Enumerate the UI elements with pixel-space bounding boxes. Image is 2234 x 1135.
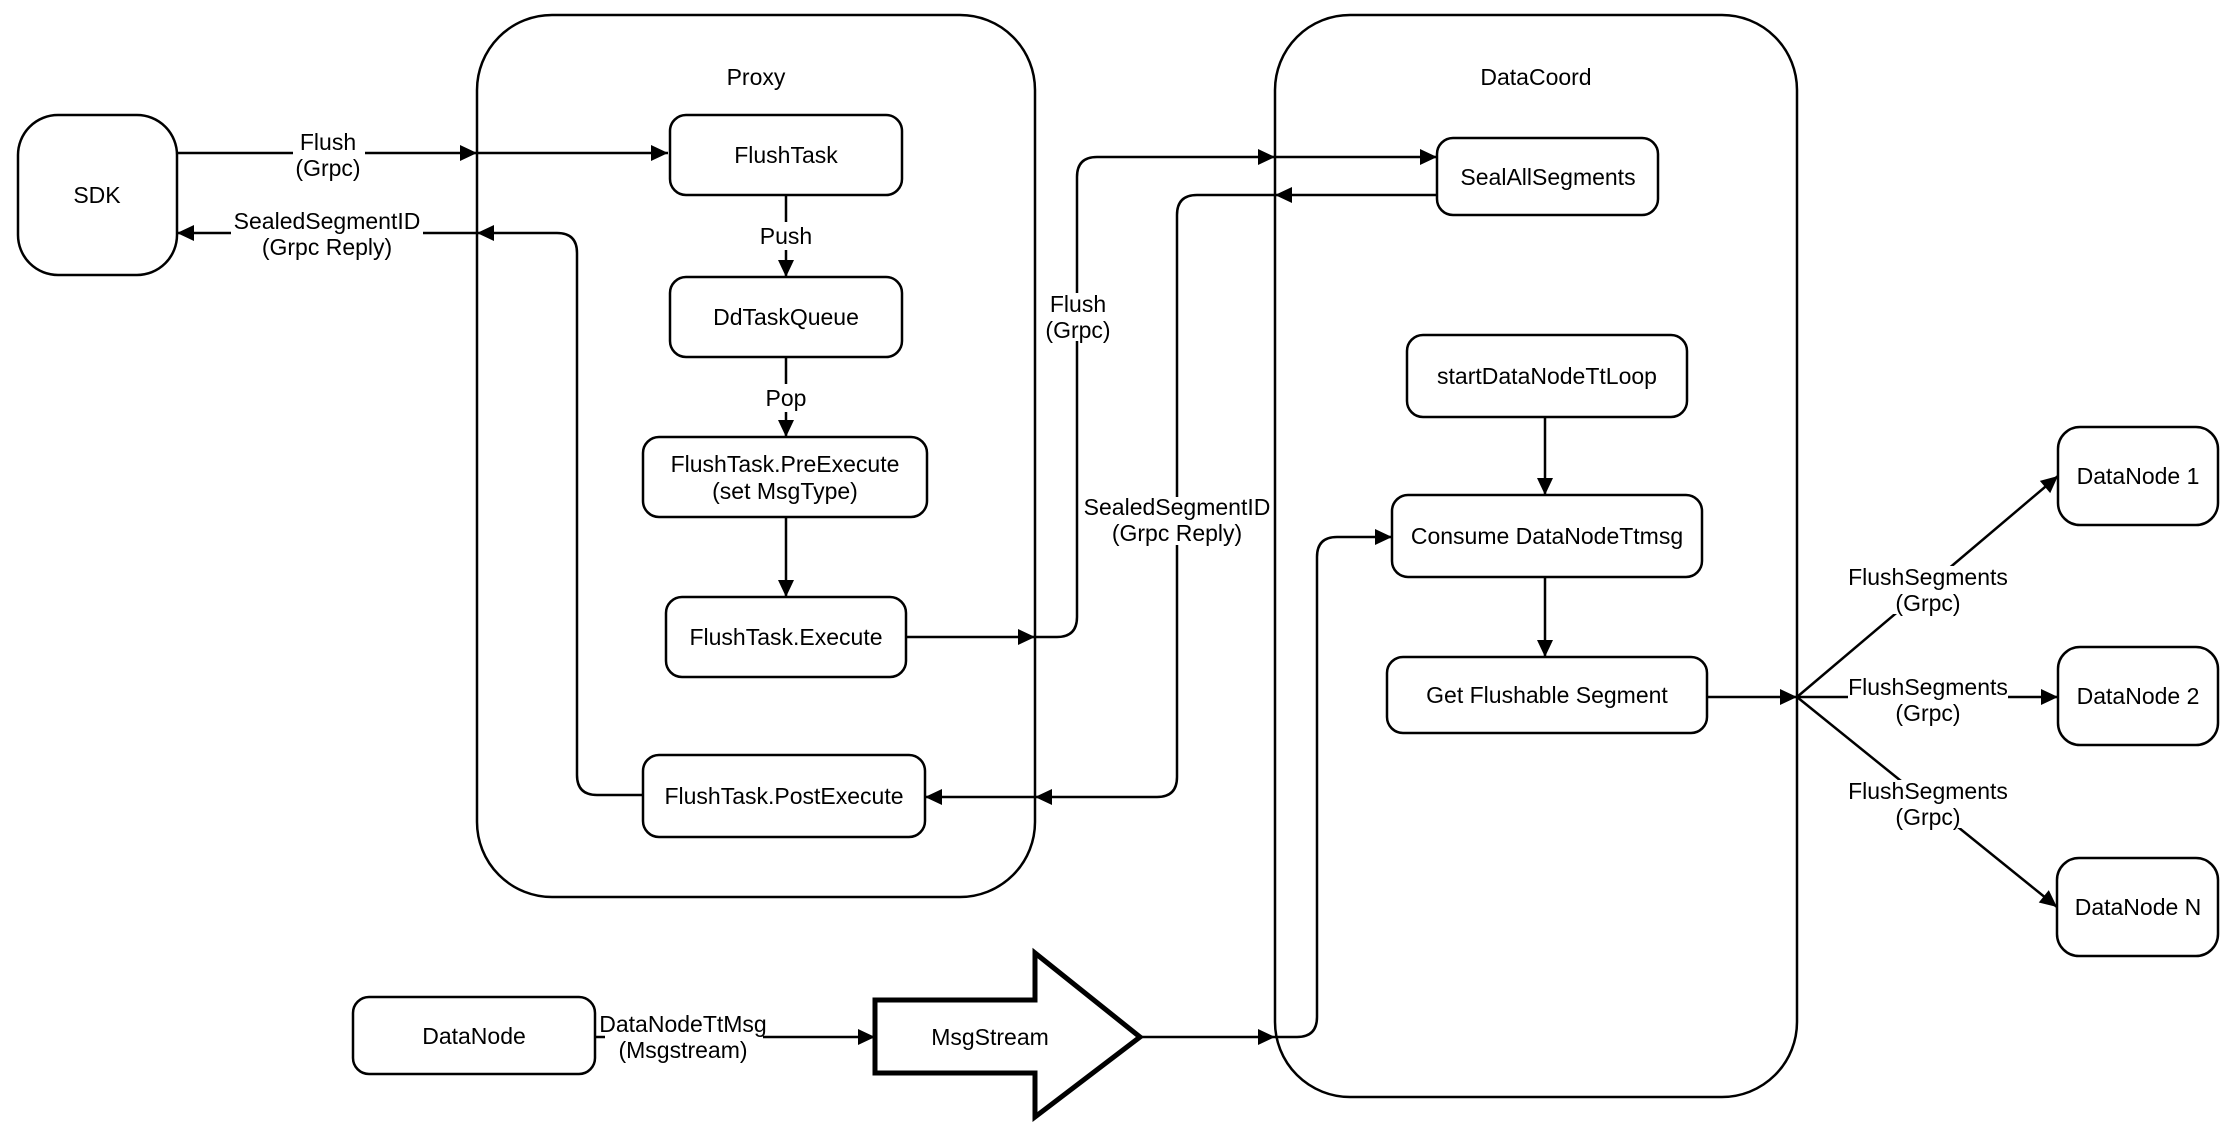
datanode1-node [2056, 425, 2220, 527]
datanoden-node-label: DataNode N [2075, 894, 2202, 920]
msgstream-shape-label: MsgStream [931, 1024, 1049, 1050]
sdk-node-label: SDK [73, 182, 121, 208]
consume-datanodettmsg-node [1390, 493, 1704, 579]
postexecute-node [641, 753, 927, 839]
edge-label-sealedsegmentid-sdk: SealedSegmentID (Grpc Reply) [231, 208, 423, 260]
edge-label-flush-grpc-datacoord: Flush (Grpc) [1042, 291, 1114, 343]
datanode-source-node-label: DataNode [422, 1023, 526, 1049]
edge-label-text: (Grpc) [1895, 804, 1960, 830]
edge-label-text: (Grpc Reply) [262, 234, 392, 260]
startdatanodettloop-node-label: startDataNodeTtLoop [1437, 363, 1657, 389]
edge-label-flushsegments-2: FlushSegments (Grpc) [1848, 674, 2008, 726]
edge-label-push: Push [756, 222, 816, 250]
edge-label-text: SealedSegmentID [234, 208, 421, 234]
datanoden-node [2055, 856, 2220, 958]
edge-label-datanodettmsg: DataNodeTtMsg (Msgstream) [599, 1011, 766, 1063]
edge-label-text: (Grpc) [295, 155, 360, 181]
getflushablesegment-node-label: Get Flushable Segment [1426, 682, 1668, 708]
sdk-node [16, 113, 179, 277]
edge-label-sealedsegmentid-datacoord: SealedSegmentID (Grpc Reply) [1081, 494, 1273, 546]
edge-label-text: Flush [300, 129, 356, 155]
edge-label-text: Pop [766, 385, 807, 411]
edge-flush-up-to-datacoord [1035, 149, 1275, 639]
edge-label-text: FlushSegments [1848, 564, 2008, 590]
edge-label-text: (Grpc) [1895, 700, 1960, 726]
edge-label-text: (Grpc Reply) [1112, 520, 1242, 546]
edge-reply-down-to-proxy [1035, 193, 1275, 805]
datanode-source-node [351, 995, 597, 1076]
edge-label-text: (Grpc) [1045, 317, 1110, 343]
ddtaskqueue-node-label: DdTaskQueue [713, 304, 859, 330]
preexecute-node-label-line1: FlushTask.PreExecute [671, 451, 900, 477]
execute-node-label: FlushTask.Execute [689, 624, 882, 650]
edge-label-text: FlushSegments [1848, 778, 2008, 804]
preexecute-node-label-line2: (set MsgType) [712, 478, 858, 504]
preexecute-node [641, 435, 929, 519]
edge-label-text: DataNodeTtMsg [599, 1011, 766, 1037]
postexecute-node-label: FlushTask.PostExecute [664, 783, 903, 809]
datanode1-node-label: DataNode 1 [2077, 463, 2200, 489]
sealallsegments-node-label: SealAllSegments [1460, 164, 1635, 190]
edge-postexecute-up-to-proxy-edge [477, 225, 643, 797]
edge-label-text: Push [760, 223, 812, 249]
edge-label-text: Flush [1050, 291, 1106, 317]
edge-label-flushsegments-3: FlushSegments (Grpc) [1848, 778, 2008, 830]
consume-datanodettmsg-node-label: Consume DataNodeTtmsg [1411, 523, 1683, 549]
edge-label-pop: Pop [761, 384, 811, 412]
proxy-container-label: Proxy [727, 64, 786, 90]
proxy-container [475, 13, 1037, 899]
ddtaskqueue-node [668, 275, 904, 359]
edge-label-text: FlushSegments [1848, 674, 2008, 700]
datacoord-container-label: DataCoord [1480, 64, 1591, 90]
sealallsegments-node [1435, 136, 1660, 217]
flushtask-node-label: FlushTask [734, 142, 838, 168]
edge-label-flush-grpc-sdk: Flush (Grpc) [293, 129, 365, 181]
edge-label-flushsegments-1: FlushSegments (Grpc) [1848, 564, 2008, 616]
getflushablesegment-node [1385, 655, 1709, 735]
edge-label-text: (Msgstream) [618, 1037, 747, 1063]
msgstream-shape [872, 947, 1145, 1123]
edge-msgstream-up-to-consume [1275, 529, 1392, 1039]
execute-node [664, 595, 908, 679]
startdatanodettloop-node [1405, 333, 1689, 419]
edge-label-text: SealedSegmentID [1084, 494, 1271, 520]
flushtask-node [668, 113, 904, 197]
datanode2-node [2056, 645, 2220, 747]
datacoord-container [1273, 13, 1799, 1099]
edge-label-text: (Grpc) [1895, 590, 1960, 616]
datanode2-node-label: DataNode 2 [2077, 683, 2200, 709]
